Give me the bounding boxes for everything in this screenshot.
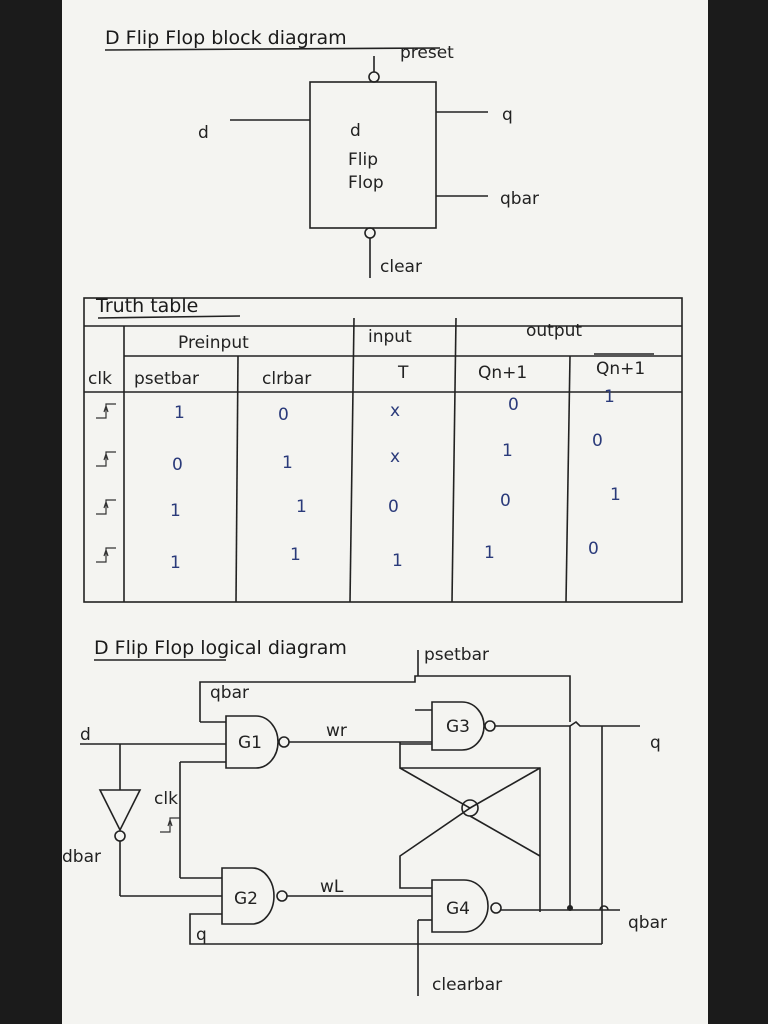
- rising-edge-icon: [96, 547, 116, 563]
- column-header-qn1-bar: Qn+1: [596, 359, 645, 379]
- not-output-bubble: [114, 830, 126, 842]
- rising-edge-icon: [96, 403, 116, 419]
- group-header-preinput: Preinput: [178, 333, 249, 353]
- cell: 0: [278, 405, 289, 425]
- cell: 1: [282, 453, 293, 473]
- cell: x: [390, 447, 400, 467]
- cell: x: [390, 401, 400, 421]
- d-input-label: d: [198, 123, 209, 143]
- d-label: d: [80, 725, 91, 745]
- clear-bubble: [364, 227, 376, 239]
- cell: 1: [392, 551, 403, 571]
- cell: 0: [500, 491, 511, 511]
- g2-output-bubble: [276, 890, 288, 902]
- cell: 0: [172, 455, 183, 475]
- wl-label: wL: [320, 877, 344, 897]
- truth-table: Truth table Preinput input output clk ps…: [83, 295, 683, 603]
- preset-label: preset: [400, 43, 454, 63]
- g3-label: G3: [446, 717, 470, 737]
- g1-label: G1: [238, 733, 262, 753]
- title-underline: [104, 47, 441, 51]
- clear-label: clear: [380, 257, 422, 277]
- cell: 1: [604, 387, 615, 407]
- junction-dot: [567, 905, 573, 911]
- box-d-label: d: [350, 121, 361, 141]
- q-output-wire: [569, 720, 640, 727]
- q-bottom-label: q: [196, 925, 207, 945]
- clock-edge-icon: [160, 817, 180, 833]
- column-header-psetbar: psetbar: [134, 369, 199, 389]
- g4-output-bubble: [490, 902, 502, 914]
- dbar-label: dbar: [62, 847, 101, 867]
- table-line: [451, 317, 457, 603]
- column-header-clrbar: clrbar: [262, 369, 311, 389]
- clearbar-label: clearbar: [432, 975, 502, 995]
- cross-wire-1: [399, 767, 472, 889]
- column-header-t: T: [397, 363, 409, 383]
- block-diagram: D Flip Flop block diagram preset d d Fli…: [104, 27, 539, 278]
- box-flop-label: Flop: [348, 173, 384, 193]
- rising-edge-icon: [96, 499, 116, 515]
- wire-hop: [599, 905, 609, 911]
- cell: 1: [290, 545, 301, 565]
- qbar-top-label: qbar: [210, 683, 249, 703]
- q-feedback-wire: [189, 913, 602, 945]
- g4-label: G4: [446, 899, 470, 919]
- q-label: q: [650, 733, 661, 753]
- table-line: [235, 355, 239, 603]
- g1-output-bubble: [278, 736, 290, 748]
- cell: 1: [174, 403, 185, 423]
- qbar-output-label: qbar: [500, 189, 539, 209]
- box-flip-label: Flip: [348, 150, 378, 170]
- cell: 0: [508, 395, 519, 415]
- qbar-label: qbar: [628, 913, 667, 933]
- q-output-label: q: [502, 105, 513, 125]
- block-diagram-title: D Flip Flop block diagram: [105, 27, 347, 49]
- clk-edge-symbols: [96, 403, 116, 563]
- table-line: [565, 355, 571, 603]
- logic-diagram: D Flip Flop logical diagram psetbar qbar…: [62, 637, 667, 996]
- cell: 0: [592, 431, 603, 451]
- cell: 1: [484, 543, 495, 563]
- preset-bubble: [368, 71, 380, 83]
- not-gate: [98, 789, 142, 832]
- g1-nand-gate: [225, 715, 279, 769]
- g2-nand-gate: [221, 867, 275, 925]
- g4-nand-gate: [431, 879, 489, 933]
- group-header-output: output: [526, 321, 582, 341]
- cell: 1: [170, 501, 181, 521]
- cell: 0: [388, 497, 399, 517]
- logic-diagram-title: D Flip Flop logical diagram: [94, 637, 347, 659]
- clk-label: clk: [154, 789, 178, 809]
- cell: 0: [588, 539, 599, 559]
- g3-output-bubble: [484, 720, 496, 732]
- top-feedback-wire: [199, 675, 571, 722]
- wr-label: wr: [326, 721, 347, 741]
- g2-label: G2: [234, 889, 258, 909]
- cell: 1: [610, 485, 621, 505]
- cell: 1: [296, 497, 307, 517]
- cross-wire-3: [469, 815, 541, 857]
- g3-nand-gate: [431, 701, 485, 751]
- table-frame: [83, 297, 683, 603]
- cell: 1: [170, 553, 181, 573]
- truth-table-title-underline: [97, 315, 241, 319]
- truth-table-title: Truth table: [95, 295, 198, 317]
- table-line: [349, 317, 355, 603]
- group-header-input: input: [368, 327, 412, 347]
- column-header-clk: clk: [88, 369, 112, 389]
- column-header-qn1: Qn+1: [478, 363, 527, 383]
- rising-edge-icon: [96, 451, 116, 467]
- cell: 1: [502, 441, 513, 461]
- notebook-page: [62, 0, 708, 1024]
- psetbar-label: psetbar: [424, 645, 489, 665]
- g3-feedback-wire: [399, 742, 541, 912]
- cross-wire-2: [469, 767, 541, 809]
